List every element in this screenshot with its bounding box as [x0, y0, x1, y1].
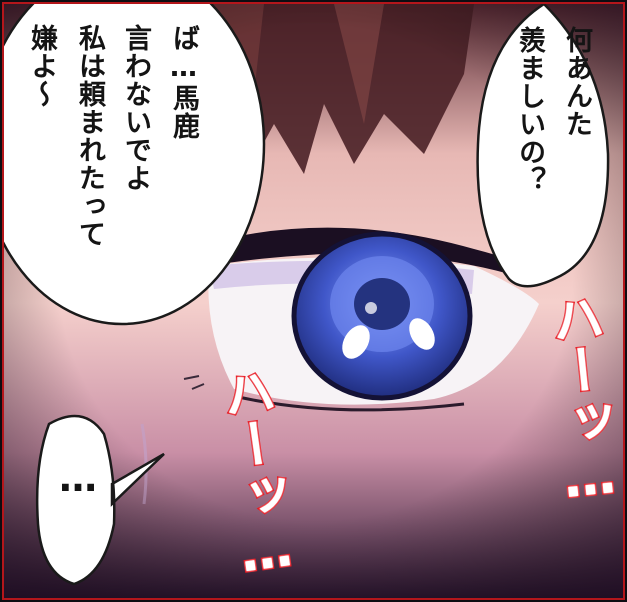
left-bubble-line-1: ば…馬鹿 [168, 24, 199, 140]
left-bubble-line-4: 嫌よ〜 [26, 24, 57, 108]
speech-bubble-right [476, 4, 610, 288]
right-bubble-line-1: 何あんた [561, 26, 592, 138]
left-bubble-line-2: 言わないでよ [120, 24, 151, 192]
bottom-bubble-ellipsis: … [56, 456, 100, 501]
speech-bubble-bottom [35, 414, 165, 586]
left-bubble-line-3: 私は頼まれたって [74, 24, 105, 248]
speech-bubble-left [4, 4, 266, 326]
right-bubble-line-2: 羨ましいの？ [514, 26, 545, 194]
eye-closeup-art [4, 4, 623, 598]
